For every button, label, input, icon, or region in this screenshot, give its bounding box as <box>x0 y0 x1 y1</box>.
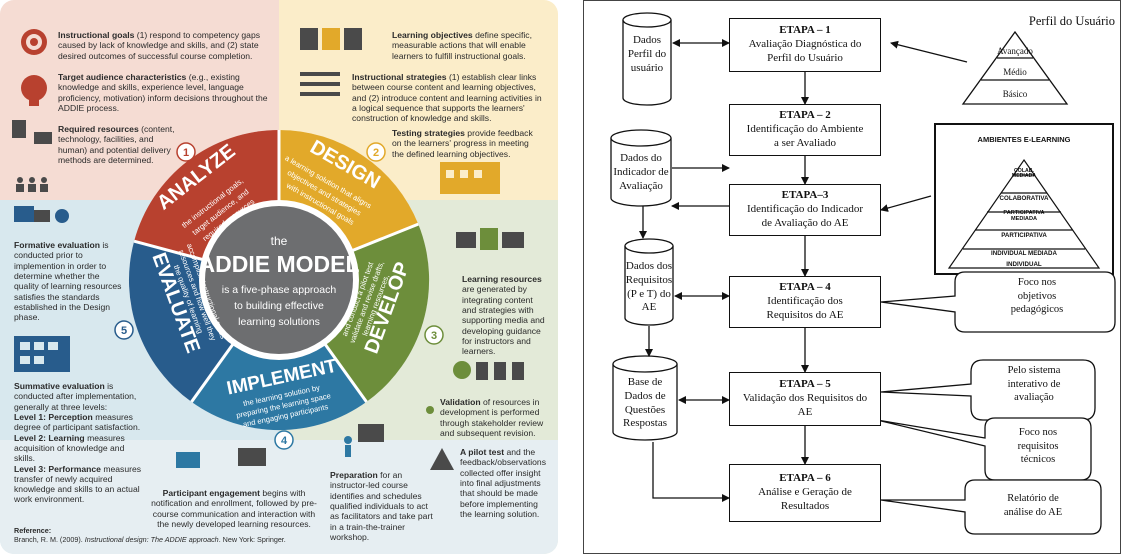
learning-objectives-text: Learning objectives define specific, mea… <box>392 30 532 61</box>
resources-icon <box>12 120 52 192</box>
phase-3-badge <box>424 325 444 345</box>
flowchart-connectors <box>610 12 1116 535</box>
svg-text:4: 4 <box>281 435 288 447</box>
center-disc <box>205 206 353 354</box>
svg-text:3: 3 <box>431 330 437 342</box>
bubble-requisitos <box>876 417 1092 481</box>
preparation-text: Preparation for an instructor-led course… <box>330 470 433 542</box>
cylinder-dados-perfil <box>622 12 672 106</box>
puzzle-icon <box>14 206 69 223</box>
target-audience-text: Target audience characteristics (e.g., e… <box>58 72 268 113</box>
etapa-5-box: ETAPA – 5 Validação dos Requisitos do AE <box>729 372 881 426</box>
participant-engagement-text: Participant engagement begins with notif… <box>151 488 317 529</box>
phase-1-badge <box>176 142 196 162</box>
presenter-icon <box>344 424 384 457</box>
cylinder-base-questoes <box>612 355 678 441</box>
validation-text: Validation of resources in development i… <box>440 397 544 438</box>
audience-head-icon <box>21 75 47 106</box>
cylinder-dados-requisitos <box>624 238 674 326</box>
target-icon <box>21 29 47 55</box>
testing-strategies-text: Testing strategies provide feedback on t… <box>392 128 533 159</box>
phase-4-badge <box>274 430 294 450</box>
objectives-icon <box>300 28 362 96</box>
reference-text: Reference: Branch, R. M. (2009). Instruc… <box>14 526 286 544</box>
svg-text:1: 1 <box>183 147 189 159</box>
etapa-1-box: ETAPA – 1 Avaliação Diagnóstica do Perfi… <box>729 18 881 72</box>
perfil-basico: Básico <box>1002 89 1028 99</box>
amb-individual: INDIVIDUAL <box>1006 261 1042 268</box>
etapa-6-box: ETAPA – 6 Análise e Geração de Resultado… <box>729 464 881 522</box>
ambientes-pyramid <box>947 158 1101 269</box>
testing-icon <box>440 162 500 194</box>
bubble-relatorio <box>880 479 1102 535</box>
phase-5-badge <box>114 320 134 340</box>
bubble-objetivos <box>880 271 1116 333</box>
etapas-flowchart: ETAPA – 1 Avaliação Diagnóstica do Perfi… <box>583 0 1121 554</box>
ambientes-title: AMBIENTES E-LEARNING <box>977 135 1071 144</box>
perfil-title: Perfil do Usuário <box>1028 14 1115 28</box>
amb-individual-mediada: INDIVIDUAL MEDIADA <box>991 250 1057 257</box>
etapa-4-box: ETAPA – 4 Identificação dos Requisitos d… <box>729 276 881 328</box>
learning-resources-text: Learning resources are generated by inte… <box>462 274 545 357</box>
pilot-test-text: A pilot test and the feedback/observatio… <box>460 447 546 519</box>
instructional-strategies-text: Instructional strategies (1) establish c… <box>352 72 542 124</box>
summative-grid-icon <box>14 336 70 372</box>
participant-icon <box>176 448 266 468</box>
required-resources-text: Required resources (content, technology,… <box>58 124 175 165</box>
phase-2-badge <box>366 142 386 162</box>
center-the: the <box>271 234 288 248</box>
amb-colab-mediada: COLAB.MEDIADA <box>1011 168 1037 180</box>
validation-icon <box>453 361 524 380</box>
bubble-sistema <box>880 359 1096 421</box>
instructional-goals-text: Instructional goals (1) respond to compe… <box>58 30 261 61</box>
etapa-2-box: ETAPA – 2 Identificação do Ambiente a se… <box>729 104 881 156</box>
amb-colaborativa: COLABORATIVA <box>999 195 1049 202</box>
perfil-pyramid <box>961 30 1069 105</box>
center-title: ADDIE MODEL <box>199 251 360 277</box>
center-sub-3: learning solutions <box>238 316 320 328</box>
amb-participativa: PARTICIPATIVA <box>1001 232 1047 239</box>
rocket-icon <box>426 406 454 470</box>
addie-wheel: ANALYZE the instructional goals, target … <box>0 28 558 554</box>
summative-evaluation-text: Summative evaluation is conducted after … <box>14 381 142 505</box>
cylinder-dados-indicador <box>610 129 672 207</box>
svg-text:5: 5 <box>121 325 127 337</box>
addie-infographic: ANALYZE the instructional goals, target … <box>0 0 558 554</box>
center-sub-2: to building effective <box>234 300 324 312</box>
perfil-avancado: Avançado <box>997 46 1033 56</box>
etapa-3-box: ETAPA–3 Identificação do Indicador de Av… <box>729 184 881 236</box>
center-sub-1: is a five-phase approach <box>222 284 337 296</box>
perfil-medio: Médio <box>1003 67 1027 77</box>
learning-resources-icon <box>456 228 524 250</box>
formative-evaluation-text: Formative evaluation is conducted prior … <box>14 240 122 323</box>
svg-text:2: 2 <box>373 147 379 159</box>
